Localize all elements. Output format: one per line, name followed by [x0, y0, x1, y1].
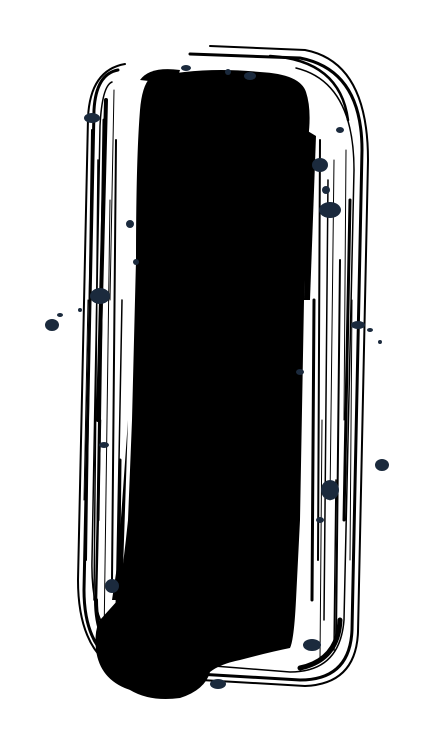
- splatter-drop: [45, 319, 59, 331]
- main-brush-stroke: [95, 70, 310, 699]
- brush-streak: [85, 129, 93, 561]
- frame-stroke: [342, 198, 352, 522]
- splatter-drop: [133, 259, 139, 265]
- splatter-drop: [244, 72, 256, 80]
- brush-streak: [323, 179, 329, 621]
- splatter-drop: [336, 127, 344, 133]
- brush-edge-drip: [140, 69, 180, 84]
- brush-streak: [93, 159, 99, 601]
- splatter-drop: [210, 679, 226, 689]
- brush-streak: [310, 298, 316, 602]
- brush-streak: [333, 479, 337, 651]
- brush-streak: [111, 139, 117, 581]
- brush-streak: [317, 139, 321, 561]
- splatter-drop: [375, 459, 389, 471]
- frame-stroke: [76, 45, 370, 688]
- splatter-drop: [126, 220, 134, 228]
- brush-streak: [83, 299, 89, 501]
- splatter-drop: [378, 340, 382, 344]
- splatter-drop: [303, 639, 321, 651]
- splatter-drop: [225, 69, 231, 75]
- frame-stroke: [297, 617, 343, 671]
- splatter-drop: [316, 517, 324, 523]
- brush-streak: [103, 199, 111, 641]
- frame-stroke: [268, 54, 350, 122]
- brush-streak: [319, 419, 323, 661]
- splatter-drop: [367, 328, 373, 332]
- brush-edge-drip: [112, 420, 128, 600]
- brush-streak: [343, 149, 347, 421]
- splatter-drop: [90, 288, 110, 304]
- splatter-drop: [57, 313, 63, 317]
- brush-streak: [335, 259, 341, 641]
- splatter-drop: [181, 65, 191, 71]
- brush-streak: [349, 299, 353, 561]
- brush-streak: [109, 89, 115, 301]
- splatter-drop: [312, 158, 328, 172]
- splatter-drop: [319, 202, 341, 218]
- splatter-drop: [78, 308, 82, 312]
- splatter-drop: [296, 369, 304, 375]
- splatter-drop: [84, 113, 100, 123]
- frame-stroke: [82, 52, 364, 682]
- splatter-drop: [99, 442, 109, 448]
- ink-splatter: [45, 65, 389, 689]
- brush-edge-drip: [304, 130, 316, 300]
- splatter-drop: [105, 579, 119, 593]
- splatter-drop: [322, 186, 330, 194]
- splatter-drop: [321, 480, 339, 500]
- brush-streak: [94, 418, 102, 602]
- splatter-drop: [351, 321, 365, 329]
